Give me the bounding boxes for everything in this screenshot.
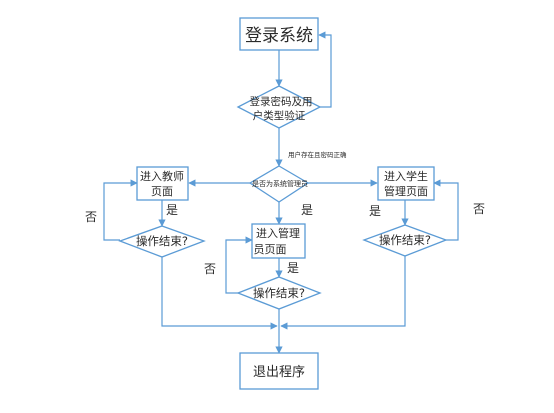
node-exit-program: 退出程序 [239,352,319,390]
teacher-page-label-line2: 页面 [151,185,173,198]
edge-label-user-exists: 用户存在且密码正确 [288,150,347,159]
node-end-student: 操作结束? [362,224,448,257]
login-system-label: 登录系统 [245,26,313,46]
node-end-admin: 操作结束? [236,276,322,310]
teacher-page-label-line1: 进入教师 [140,170,184,183]
node-admin-check: 是否为系统管理员 [248,165,310,203]
edge-teacher-yes-to-exit [161,257,278,330]
node-student-page: 进入学生 管理页面 [377,166,435,201]
student-page-label-line1: 进入学生 [384,169,428,183]
edge-label-no-student: 否 [473,202,485,216]
node-admin-page: 进入管理 员页面 [251,223,306,259]
end-admin-label: 操作结束? [253,286,305,300]
edge-teacher-no-loop [103,179,138,241]
admin-page-label-line1: 进入管理 [256,226,300,240]
node-end-teacher: 操作结束? [118,225,206,258]
edge-label-yes-admin: 是 [301,203,313,217]
node-verify: 登录密码及用 户类型验证 [236,85,322,129]
edge-verify-retry-loop [318,31,332,108]
edge-label-yes-teacher: 是 [166,203,178,217]
node-teacher-page: 进入教师 页面 [136,166,189,201]
edge-label-yes-admin-page: 是 [287,261,299,275]
edge-student-yes-to-exit [280,256,406,330]
edge-label-yes-student: 是 [369,204,381,218]
node-login-system: 登录系统 [239,17,319,51]
edge-label-no-admin: 否 [204,262,216,276]
end-student-label: 操作结束? [379,233,431,247]
end-teacher-label: 操作结束? [136,234,188,248]
exit-program-label: 退出程序 [253,365,305,380]
admin-check-label: 是否为系统管理员 [252,179,308,188]
verify-label-line2: 户类型验证 [253,109,306,122]
verify-label-line1: 登录密码及用 [250,95,313,108]
edge-student-no-loop [433,179,459,241]
student-page-label-line2: 管理页面 [384,184,428,198]
edge-label-no-teacher: 否 [85,210,97,224]
admin-page-label-line2: 员页面 [254,243,287,256]
edge-labels: 用户存在且密码正确 是 是 是 是 否 否 否 [85,150,485,276]
connectors [103,31,459,354]
edge-admin-no-loop [225,236,253,294]
